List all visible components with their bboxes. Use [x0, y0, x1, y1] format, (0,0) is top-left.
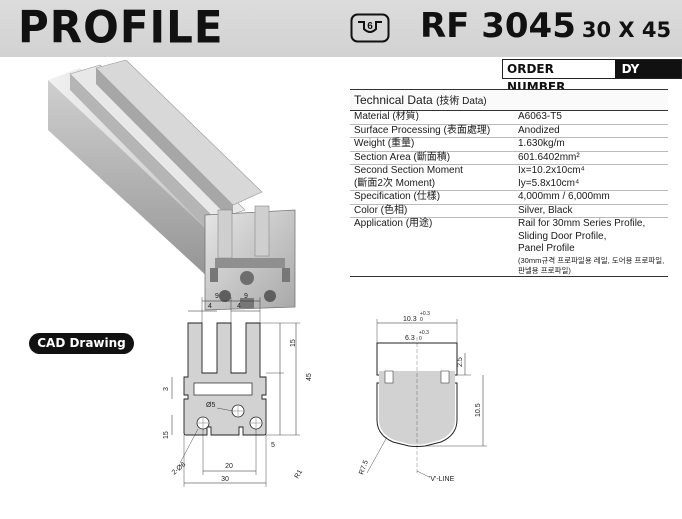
dim-4-right: 4 — [237, 303, 241, 310]
model-code: RF 3045 — [420, 6, 576, 46]
spec-row: Second Section Moment Ix=10.2x10cm⁴ — [350, 165, 668, 178]
technical-data-table: Technical Data (技術 Data) Material (材質) A6… — [350, 89, 668, 277]
slot-outline — [376, 342, 458, 447]
dim-15-top: 15 — [290, 339, 297, 347]
spec-value: 601.6402mm² — [518, 151, 580, 163]
spec-value: Silver, Black — [518, 204, 573, 216]
spec-key: Surface Processing (表面處理) — [354, 124, 491, 136]
order-number-label: ORDER NUMBER — [503, 60, 615, 94]
dim-r7-5: R7.5 — [358, 459, 370, 475]
spec-key: Weight (重量) — [354, 138, 415, 149]
spec-key: Material (材質) — [354, 111, 420, 122]
spec-value: Anodized — [518, 124, 560, 136]
spec-key: Second Section Moment — [354, 165, 463, 176]
spec-value: Iy=5.8x10cm⁴ — [518, 177, 580, 189]
dim-10-3-tol-lower: 0 — [420, 317, 423, 323]
svg-text:6: 6 — [367, 21, 373, 32]
dim-30: 30 — [221, 476, 229, 483]
spec-key: (斷面2次 Moment) — [354, 177, 436, 189]
application-note: (30mm규격 프로파일용 레일, 도어용 프로파일, — [518, 255, 665, 265]
technical-data-title-text: Technical Data — [354, 93, 433, 107]
dim-10-3: 10.3 — [403, 316, 417, 323]
spec-row: Section Area (斷面積) 601.6402mm² — [350, 151, 668, 165]
dim-r1: R1 — [294, 469, 305, 480]
cad-drawing-badge: CAD Drawing — [29, 333, 134, 354]
spec-row: Weight (重量) 1.630kg/m — [350, 138, 668, 152]
spec-key: Section Area (斷面積) — [354, 151, 451, 163]
spec-row: (斷面2次 Moment) Iy=5.8x10cm⁴ — [350, 177, 668, 191]
spec-row: Surface Processing (表面處理) Anodized — [350, 124, 668, 138]
spec-value: A6063-T5 — [518, 111, 562, 122]
order-number-value: DY 5040 — [614, 60, 681, 94]
dim-10-5: 10.5 — [475, 403, 482, 417]
spec-row-application: Application (用途) Rail for 30mm Series Pr… — [350, 218, 668, 277]
spec-value: 1.630kg/m — [518, 138, 565, 149]
spec-key: Specification (仕樣) — [354, 191, 441, 202]
dim-d5: Ø5 — [206, 402, 215, 409]
dim-6-3: 6.3 — [405, 335, 415, 342]
dim-5: 5 — [271, 442, 275, 449]
profile-render-image — [48, 60, 296, 311]
dim-6-3-tol: +0.3 — [419, 330, 429, 336]
application-note: 판넬용 프로파일) — [518, 265, 571, 275]
technical-data-title-sub: (技術 Data) — [436, 96, 487, 107]
dim-10-3-tol: +0.3 — [420, 311, 430, 317]
spec-key: Color (色相) — [354, 204, 408, 216]
spec-value: Rail for 30mm Series Profile, Sliding Do… — [518, 218, 664, 276]
spec-row: Color (色相) Silver, Black — [350, 204, 668, 218]
cad-cross-section-drawing: 9 9 4 4 15 45 5 R1 3 15 Ø5 2-Ø6 20 30 — [163, 293, 313, 487]
technical-data-title: Technical Data (技術 Data) — [350, 89, 668, 111]
dim-6-3-tol-lower: 0 — [419, 336, 422, 342]
application-line: Rail for 30mm Series Profile, — [518, 218, 646, 229]
order-number: ORDER NUMBER DY 5040 — [502, 59, 682, 94]
slot-6-profile-icon: 6 — [350, 13, 390, 43]
application-line: Panel Profile — [518, 243, 575, 254]
dim-9-left: 9 — [215, 293, 219, 300]
v-line-label: 'V'-LINE — [429, 476, 455, 483]
dim-4-left: 4 — [208, 303, 212, 310]
spec-row: Specification (仕樣) 4,000mm / 6,000mm — [350, 191, 668, 205]
dim-20: 20 — [225, 463, 233, 470]
spec-value: Ix=10.2x10cm⁴ — [518, 165, 585, 176]
dim-2-5: 2.5 — [457, 357, 464, 367]
dim-3: 3 — [163, 387, 170, 391]
model-size: 30 X 45 — [581, 18, 672, 42]
profile-outline — [183, 322, 267, 436]
brand-title: PROFILE — [18, 1, 224, 54]
dim-45: 45 — [306, 373, 313, 381]
cad-slot-detail-drawing: 10.3 +0.3 0 6.3 +0.3 0 2.5 10.5 R7.5 'V'… — [358, 311, 487, 483]
spec-key: Application (用途) — [354, 218, 433, 229]
spec-row: Material (材質) A6063-T5 — [350, 111, 668, 125]
dim-2-d6: 2-Ø6 — [171, 461, 188, 476]
spec-value: 4,000mm / 6,000mm — [518, 191, 610, 202]
dim-15-bottom: 15 — [163, 431, 170, 439]
dim-9-right: 9 — [244, 293, 248, 300]
application-line: Sliding Door Profile, — [518, 230, 607, 242]
